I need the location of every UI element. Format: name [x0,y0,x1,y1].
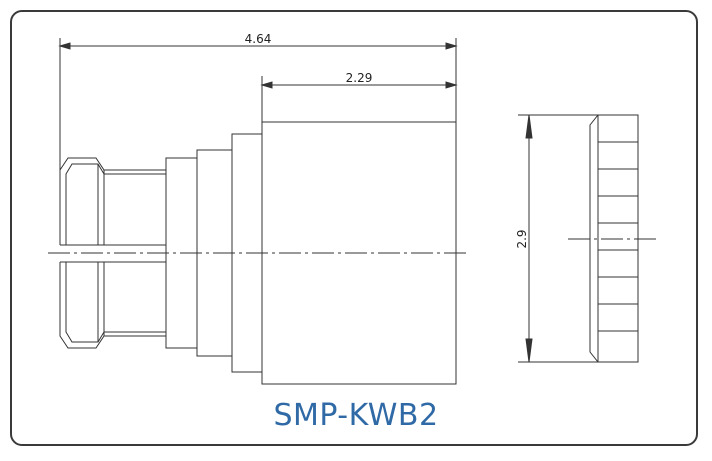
dim-diameter-arrow-top [525,114,533,139]
dim-overall-arrow-left [58,42,71,50]
snap-outer-top [59,157,166,245]
dim-body-label: 2.29 [346,71,373,85]
dim-diameter-label: 2.9 [515,229,529,248]
dim-diameter-arrow-bottom [525,338,533,363]
snap-inner-bottom [65,262,166,343]
diagram-title: SMP-KWB2 [273,398,439,433]
knurl-lines [598,141,638,332]
dim-overall-arrow-right [445,42,458,50]
drawing-frame [10,10,698,446]
snap-outer-bottom [59,262,166,349]
dim-body-arrow-right [445,81,458,89]
dim-overall-label: 4.64 [245,32,272,46]
snap-inner-top [65,163,166,245]
dim-body-arrow-left [260,81,273,89]
